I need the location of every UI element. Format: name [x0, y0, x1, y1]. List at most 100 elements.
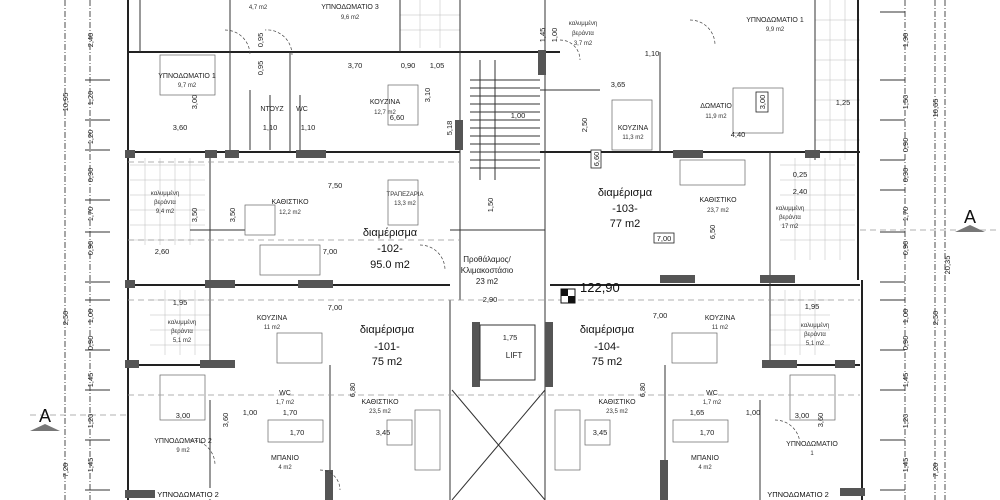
room-area: 9,7 m2: [178, 83, 197, 89]
room-area: 11 m2: [264, 325, 281, 331]
apartment-label: διαμέρισμα: [580, 324, 635, 336]
dim-label: 7,20: [61, 463, 70, 478]
dim-label: 2,90: [483, 295, 498, 304]
apartment-area: 75 m2: [372, 356, 403, 368]
dim-label: 1,00: [86, 309, 95, 324]
dim-label: 1,50: [486, 198, 495, 213]
room-name: ΚΑΘΙΣΤΙΚΟ: [699, 197, 737, 204]
dim-label: 3,10: [423, 88, 432, 103]
level-marker-icon: [560, 288, 576, 304]
dim-label: 6,60: [390, 113, 405, 122]
section-marker-right: A: [955, 207, 985, 232]
furniture: [159, 54, 836, 471]
dimension-lines: [30, 0, 1000, 500]
dim-label: 0,90: [901, 241, 910, 256]
room-area: 9,4 m2: [156, 209, 175, 215]
dim-box: [590, 149, 602, 169]
apartment-number: -102-: [377, 243, 403, 255]
dim-label: 7,00: [323, 247, 338, 256]
dim-label: 1,65: [690, 408, 705, 417]
dim-label: 1,45: [538, 28, 547, 43]
apartment-area: 75 m2: [592, 356, 623, 368]
dim-label: 6,80: [638, 383, 647, 398]
room-area: 11 m2: [712, 325, 729, 331]
dim-label: 7,50: [328, 181, 343, 190]
label-background: [766, 488, 830, 499]
lobby: Προθάλαμος/ Κλιμακοστάσιο 23 m2 122,90 L…: [461, 255, 620, 360]
dim-label: 0,90: [901, 336, 910, 351]
dim-label: 2,60: [155, 247, 170, 256]
dim-label: 3,45: [593, 428, 608, 437]
dim-label: 0,90: [86, 168, 95, 183]
dim-label: 3,00: [758, 95, 767, 110]
room-name: ΚΑΘΙΣΤΙΚΟ: [598, 399, 636, 406]
room-name: ΚΟΥΖΙΝΑ: [257, 315, 288, 322]
room-name: ΥΠΝΟΔΩΜΑΤΙΟ 2: [154, 438, 212, 445]
room-name: ΚΑΘΙΣΤΙΚΟ: [361, 399, 399, 406]
dim-label: 3,00: [190, 95, 199, 110]
level-elevation: 122,90: [580, 280, 620, 295]
room-name: ΚΟΥΖΙΝΑ: [370, 99, 401, 106]
room-name: ΥΠΝΟΔΩΜΑΤΙΟ 2: [157, 490, 219, 499]
dim-label: 1,45: [901, 373, 910, 388]
room-name: WC: [296, 106, 308, 113]
dim-label: 0,90: [86, 241, 95, 256]
apartment-label: διαμέρισμα: [363, 227, 418, 239]
room-area: 9 m2: [176, 448, 190, 454]
dim-label: 3,50: [228, 208, 237, 223]
dim-label: 1,20: [86, 414, 95, 429]
dim-label: 1,90: [901, 33, 910, 48]
apartment-area: 95.0 m2: [370, 259, 410, 271]
dim-label: 1,75: [503, 333, 518, 342]
room-name: ΚΟΥΖΙΝΑ: [618, 125, 649, 132]
room-name: ΥΠΝΟΔΩΜΑΤΙΟ 2: [767, 490, 829, 499]
lift-shaft: [479, 324, 536, 381]
apartment-101: καλυμμένη βεράντα 5,1 m2 ΚΟΥΖΙΝΑ 11 m2 W…: [154, 315, 415, 499]
left-dimension-labels: 2,40 1,20 1,20 0,90 1,70 0,90 1,00 0,90 …: [61, 33, 95, 478]
dim-label: 6,80: [348, 383, 357, 398]
dim-label: 1,20: [86, 91, 95, 106]
dim-label: 1,70: [700, 428, 715, 437]
dim-label: 2,40: [86, 33, 95, 48]
interior-dimension-labels: 3,70 0,90 1,05 3,60 1,10 1,10 3,00 3,10 …: [155, 28, 851, 437]
room-labels-top-left: 4,7 m2 ΥΠΝΟΔΩΜΑΤΙΟ 3 9,6 m2: [249, 4, 379, 21]
room-area: 5,1 m2: [173, 338, 192, 344]
room-area: 4 m2: [698, 465, 712, 471]
dim-label: 1,00: [746, 408, 761, 417]
room-name: Κλιμακοστάσιο: [461, 266, 514, 275]
dim-label: 3,70: [348, 61, 363, 70]
dim-label: 7,00: [653, 311, 668, 320]
room-name: ΥΠΝΟΔΩΜΑΤΙΟ 1: [746, 17, 804, 24]
apartment-104: καλυμμένη βεράντα 5,1 m2 ΚΟΥΖΙΝΑ 11 m2 W…: [580, 315, 838, 499]
dim-label: 0,95: [256, 61, 265, 76]
dim-box: [653, 232, 675, 244]
room-area: 1,7 m2: [703, 400, 722, 406]
room-name: ΔΩΜΑΤΙΟ: [700, 103, 732, 110]
dim-label: 3,45: [376, 428, 391, 437]
apartment-number: -103-: [612, 203, 638, 215]
room-area: 4,7 m2: [249, 5, 268, 11]
dim-label: 5,18: [445, 121, 454, 136]
dim-label: 0,95: [256, 33, 265, 48]
dim-label: 4,40: [731, 130, 746, 139]
dim-label: 7,00: [657, 234, 672, 243]
dim-label: 1,05: [430, 61, 445, 70]
room-name: WC: [706, 390, 718, 397]
dim-label: 10,65: [931, 99, 940, 118]
dim-label: 3,50: [190, 208, 199, 223]
section-label: A: [964, 207, 976, 227]
dim-label: 0,90: [401, 61, 416, 70]
room-area: 11,3 m2: [622, 135, 644, 141]
dim-label: 0,25: [793, 170, 808, 179]
dim-label: 1,70: [283, 408, 298, 417]
room-area: 5,1 m2: [806, 341, 825, 347]
dim-label: 3,60: [221, 413, 230, 428]
room-area: 23,5 m2: [369, 409, 391, 415]
dim-label: 1,50: [901, 95, 910, 110]
room-name: ΜΠΑΝΙΟ: [691, 455, 720, 462]
room-name: WC: [279, 390, 291, 397]
room-area: 4 m2: [278, 465, 292, 471]
room-name: ΜΠΑΝΙΟ: [271, 455, 300, 462]
dim-label: 1,00: [901, 309, 910, 324]
room-name: ΥΠΝΟΔΩΜΑΤΙΟ: [786, 441, 838, 448]
